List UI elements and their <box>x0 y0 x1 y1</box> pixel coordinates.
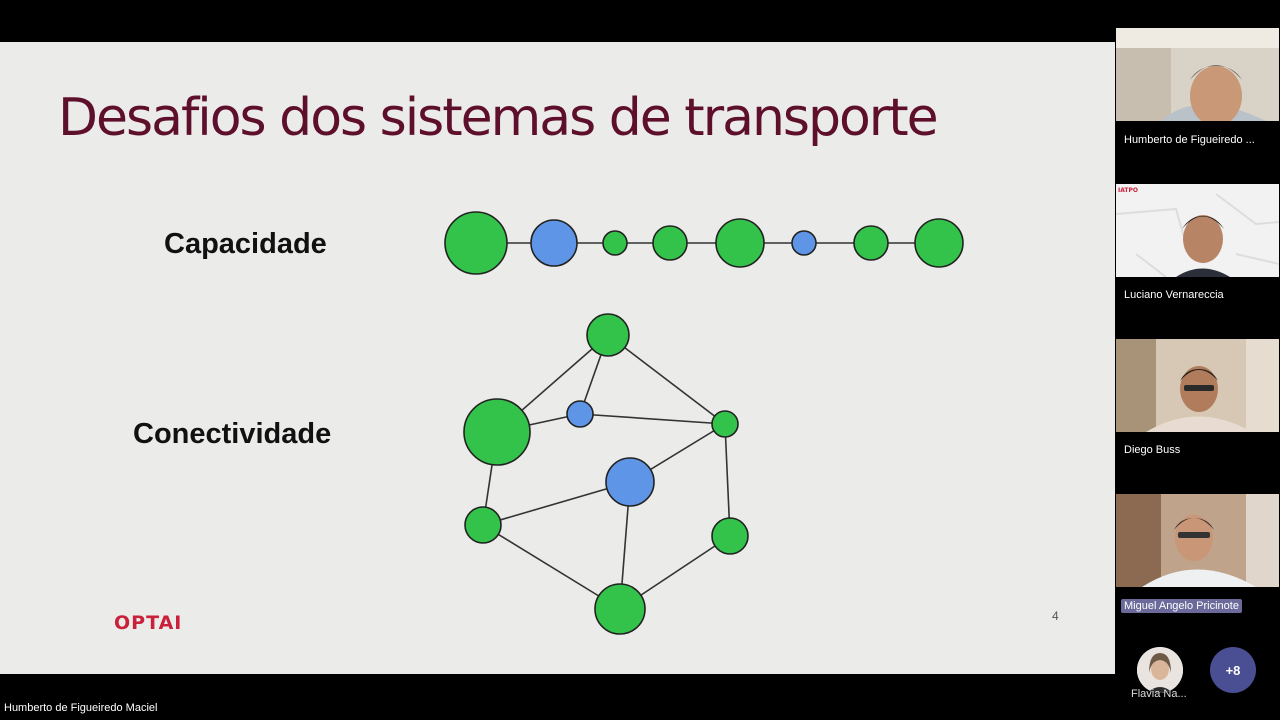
capacity-node-blue <box>791 230 817 256</box>
edge <box>482 481 631 526</box>
edge <box>482 524 621 610</box>
network-diagram <box>444 211 964 635</box>
network-node-green <box>463 398 531 466</box>
slide-number: 4 <box>1052 609 1059 623</box>
capacity-node-green <box>602 230 628 256</box>
network-node-blue <box>605 457 655 507</box>
capacity-node-blue <box>530 219 578 267</box>
participant-video-diego[interactable] <box>1116 339 1279 432</box>
participant-name-active-speaker: Miguel Angelo Pricinote <box>1121 599 1242 613</box>
svg-text:IATPO: IATPO <box>1118 187 1138 194</box>
slide-title: Desafios dos sistemas de transporte <box>58 88 939 148</box>
presentation-slide: Desafios dos sistemas de transporte <box>0 42 1115 674</box>
participant-name: Luciano Vernareccia <box>1124 289 1224 301</box>
capacity-node-green <box>914 218 964 268</box>
participant-name: Diego Buss <box>1124 444 1181 456</box>
participant-name: Humberto de Figueiredo ... <box>1124 134 1255 146</box>
edge <box>579 413 726 425</box>
network-node-green <box>711 410 739 438</box>
capacity-node-green <box>444 211 508 275</box>
network-node-blue <box>566 400 594 428</box>
capacity-node-green <box>652 225 688 261</box>
capacity-node-green <box>715 218 765 268</box>
network-node-green <box>711 517 749 555</box>
network-node-green <box>464 506 502 544</box>
capacity-node-green <box>853 225 889 261</box>
participant-video-humberto[interactable] <box>1116 28 1279 121</box>
connectivity-label: Conectividade <box>133 418 332 450</box>
avatar[interactable] <box>1137 647 1183 693</box>
participant-video-luciano[interactable]: IATPO <box>1116 184 1279 277</box>
presenter-label: Humberto de Figueiredo Maciel <box>4 702 158 714</box>
network-node-green <box>586 313 630 357</box>
capacity-label: Capacidade <box>164 228 327 260</box>
more-participants-button[interactable]: +8 <box>1210 647 1256 693</box>
optai-logo: OPTAI <box>114 612 183 634</box>
participant-name: Flavia Na... <box>1131 688 1187 700</box>
network-node-green <box>594 583 646 635</box>
participant-video-miguel[interactable] <box>1116 494 1279 587</box>
edge <box>607 334 726 425</box>
